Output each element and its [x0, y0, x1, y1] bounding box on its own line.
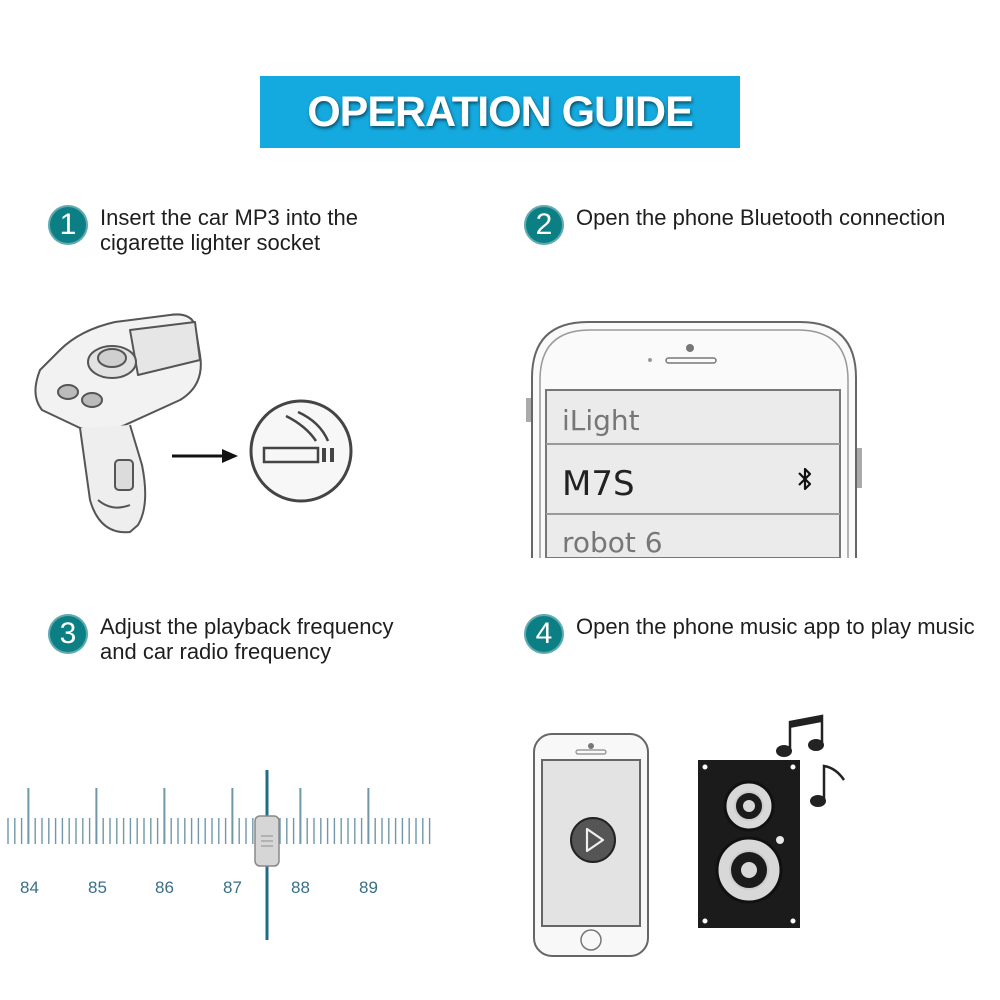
arrow-right-icon — [172, 449, 238, 463]
frequency-label-89: 89 — [359, 878, 378, 897]
music-note-icon-small — [810, 764, 846, 807]
step-4-badge: 4 — [524, 614, 564, 654]
step-3: 3 Adjust the playback frequency and car … — [48, 614, 394, 664]
music-phone-illustration — [533, 733, 649, 957]
radio-frequency-dial: 84 85 86 87 88 89 — [0, 760, 440, 940]
step-1-badge: 1 — [48, 205, 88, 245]
bluetooth-item-ilight[interactable]: iLight — [562, 404, 640, 437]
frequency-label-87: 87 — [223, 878, 242, 897]
step-4-text: Open the phone music app to play music — [576, 614, 975, 639]
bluetooth-icon — [798, 467, 812, 491]
phone-bluetooth-illustration: iLight M7S robot 6 — [526, 318, 862, 559]
step-3-text: Adjust the playback frequency and car ra… — [100, 614, 394, 664]
speaker-icon — [698, 760, 800, 928]
phone-outline — [526, 321, 862, 558]
play-icon — [570, 817, 616, 863]
bluetooth-item-robot6[interactable]: robot 6 — [562, 526, 663, 559]
step-4: 4 Open the phone music app to play music — [524, 614, 975, 654]
step-3-badge: 3 — [48, 614, 88, 654]
page-title: OPERATION GUIDE — [307, 87, 694, 136]
step-2-text: Open the phone Bluetooth connection — [576, 205, 946, 230]
frequency-label-85: 85 — [88, 878, 107, 897]
step-2-badge: 2 — [524, 205, 564, 245]
frequency-scale — [7, 770, 431, 940]
title-banner: OPERATION GUIDE — [260, 76, 740, 148]
car-mp3-device-icon — [34, 313, 202, 534]
music-note-icon — [776, 714, 824, 757]
frequency-label-88: 88 — [291, 878, 310, 897]
step-1: 1 Insert the car MP3 into the cigarette … — [48, 205, 358, 255]
frequency-label-84: 84 — [20, 878, 39, 897]
bluetooth-item-m7s[interactable]: M7S — [562, 464, 635, 504]
frequency-label-86: 86 — [155, 878, 174, 897]
step-2: 2 Open the phone Bluetooth connection — [524, 205, 945, 245]
cigarette-lighter-icon — [249, 399, 353, 503]
step-1-text: Insert the car MP3 into the cigarette li… — [100, 205, 359, 255]
